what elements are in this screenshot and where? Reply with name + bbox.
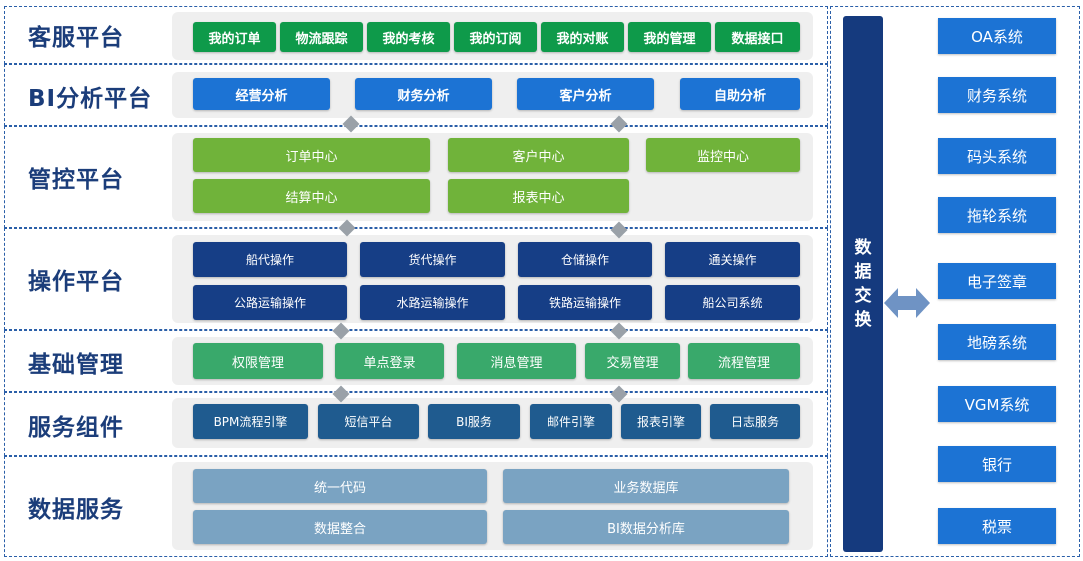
box-finance-analysis: 财务分析 [355, 78, 492, 110]
ext-e-signature: 电子签章 [938, 263, 1056, 299]
box-freight-agency: 货代操作 [360, 242, 505, 277]
layer-title-service: 服务组件 [28, 415, 124, 441]
box-customer-center: 客户中心 [448, 138, 629, 172]
box-order-center: 订单中心 [193, 138, 430, 172]
layer-title-operation: 操作平台 [28, 269, 124, 295]
box-business-db: 业务数据库 [503, 469, 789, 503]
box-my-reconciliation: 我的对账 [541, 22, 624, 52]
box-bpm-engine: BPM流程引擎 [193, 404, 308, 439]
box-monitor-center: 监控中心 [646, 138, 800, 172]
box-single-sign-on: 单点登录 [335, 343, 444, 379]
box-data-interface: 数据接口 [715, 22, 800, 52]
connector-operation-basic-right [610, 321, 628, 343]
box-self-analysis: 自助分析 [680, 78, 800, 110]
box-my-management: 我的管理 [628, 22, 711, 52]
layer-title-control: 管控平台 [28, 167, 124, 193]
connector-control-operation-right [610, 220, 628, 242]
connector-control-operation-left [338, 218, 356, 240]
box-rail-transport: 铁路运输操作 [518, 285, 652, 320]
connector-bi-control-left [342, 114, 360, 136]
connector-operation-basic-left [332, 321, 350, 343]
connector-basic-service-left [332, 384, 350, 406]
connector-bi-control-right [610, 114, 628, 136]
box-workflow-mgmt: 流程管理 [688, 343, 800, 379]
ext-oa-system: OA系统 [938, 18, 1056, 54]
layer-title-basic: 基础管理 [28, 352, 124, 378]
box-bi-analysis-db: BI数据分析库 [503, 510, 789, 544]
box-report-engine: 报表引擎 [621, 404, 701, 439]
box-sms-platform: 短信平台 [318, 404, 419, 439]
box-customer-analysis: 客户分析 [517, 78, 654, 110]
ext-tax-invoice: 税票 [938, 508, 1056, 544]
box-customs-op: 通关操作 [665, 242, 800, 277]
box-log-service: 日志服务 [710, 404, 800, 439]
box-message-mgmt: 消息管理 [457, 343, 576, 379]
box-business-analysis: 经营分析 [193, 78, 330, 110]
box-my-assessment: 我的考核 [367, 22, 450, 52]
ext-finance-system: 财务系统 [938, 77, 1056, 113]
connector-basic-service-right [610, 384, 628, 406]
ext-vgm-system: VGM系统 [938, 386, 1056, 422]
box-report-center: 报表中心 [448, 179, 629, 213]
box-road-transport: 公路运输操作 [193, 285, 347, 320]
ext-bank: 银行 [938, 446, 1056, 482]
box-settlement-center: 结算中心 [193, 179, 430, 213]
data-exchange-bar: 数据交换 [843, 16, 883, 552]
box-ship-agency: 船代操作 [193, 242, 347, 277]
layer-title-customer: 客服平台 [28, 25, 124, 51]
box-warehouse-op: 仓储操作 [518, 242, 652, 277]
box-mail-engine: 邮件引擎 [530, 404, 612, 439]
external-frame [830, 6, 1080, 557]
data-exchange-label: 数据交换 [854, 238, 872, 330]
bidirectional-arrow-icon [884, 288, 930, 318]
ext-weighbridge-system: 地磅系统 [938, 324, 1056, 360]
box-transaction-mgmt: 交易管理 [585, 343, 680, 379]
ext-tugboat-system: 拖轮系统 [938, 197, 1056, 233]
box-permission-mgmt: 权限管理 [193, 343, 323, 379]
box-bi-service: BI服务 [428, 404, 520, 439]
layer-title-bi: BI分析平台 [28, 86, 153, 112]
layer-title-data: 数据服务 [28, 497, 124, 523]
box-data-integration: 数据整合 [193, 510, 487, 544]
box-water-transport: 水路运输操作 [360, 285, 505, 320]
box-logistics-tracking: 物流跟踪 [280, 22, 363, 52]
box-shipping-company: 船公司系统 [665, 285, 800, 320]
box-unified-code: 统一代码 [193, 469, 487, 503]
box-my-subscription: 我的订阅 [454, 22, 537, 52]
box-my-orders: 我的订单 [193, 22, 276, 52]
ext-terminal-system: 码头系统 [938, 138, 1056, 174]
